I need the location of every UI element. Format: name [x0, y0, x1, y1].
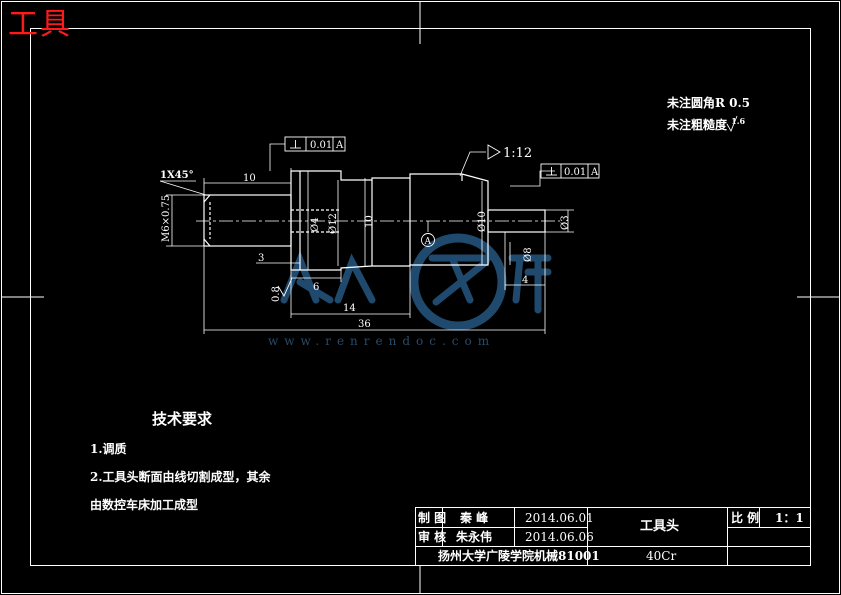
dim-length-14: 14	[343, 303, 356, 314]
tol-left-datum: A	[335, 140, 344, 151]
datum-circle-label: A	[424, 237, 432, 247]
tol-right-datum: A	[590, 167, 599, 178]
perpendicularity-frame-left	[284, 136, 346, 152]
tech-item-2: 2.工具头断面由线切割成型，其余	[90, 470, 271, 484]
dim-length-36: 36	[358, 319, 371, 330]
check-label: 审 核	[418, 530, 447, 544]
tol-right-value: 0.01	[564, 167, 586, 178]
scale-value: 1：1	[775, 511, 804, 525]
watermark-url: www.renrendoc.com	[268, 334, 496, 348]
draw-label: 制 图	[418, 511, 447, 525]
roughness-symbol-icon	[726, 115, 738, 133]
scale-label: 比 例	[731, 511, 760, 525]
fillet-note: 未注圆角R 0.5	[667, 96, 751, 110]
corner-title: 工具	[8, 7, 72, 42]
dim-dia-4: Ø4	[310, 217, 321, 232]
dim-length-3: 3	[258, 253, 264, 264]
datum-circle-icon	[421, 233, 435, 247]
dim-dia-12: Ø12	[328, 213, 339, 234]
tech-item-1: 1.调质	[90, 442, 127, 456]
tol-left-value: 0.01	[310, 140, 332, 151]
dim-chamfer: 1X45°	[160, 170, 194, 181]
roughness-note: 未注粗糙度 1.6	[667, 116, 746, 132]
draw-date: 2014.06.01	[525, 511, 594, 525]
leader-lines	[269, 143, 555, 187]
watermark-logo	[280, 233, 552, 331]
part-outline	[203, 170, 546, 271]
title-block	[415, 507, 811, 566]
school-name: 扬州大学广陵学院机械81001	[438, 549, 600, 563]
general-notes: 未注圆角R 0.5 未注粗糙度 1.6	[667, 94, 750, 134]
dim-dia-3: Ø3	[560, 215, 571, 230]
dim-length-10: 10	[243, 173, 256, 184]
dimension-lines	[159, 168, 574, 334]
perpendicularity-frame-right	[540, 163, 600, 179]
dim-dia-8: Ø8	[523, 247, 534, 262]
dim-thread: M6×0.75	[161, 195, 172, 242]
taper-ratio: 1:12	[503, 146, 532, 161]
material: 40Cr	[646, 549, 677, 563]
draw-name: 秦 峰	[460, 511, 489, 525]
check-date: 2014.06.06	[525, 530, 594, 544]
dim-roughness-08: 0.8	[271, 286, 282, 302]
roughness-value: 1.6	[731, 116, 746, 126]
check-name: 朱永伟	[456, 530, 493, 544]
dim-10: 10	[364, 215, 375, 228]
taper-symbol-icon	[487, 144, 501, 160]
dim-length-6: 6	[313, 282, 319, 293]
roughness-08-icon	[277, 277, 293, 297]
tech-item-3: 由数控车床加工成型	[90, 498, 199, 512]
part-name: 工具头	[640, 519, 680, 534]
tech-requirements-title: 技术要求	[152, 410, 213, 428]
dim-length-4: 4	[522, 275, 528, 286]
dim-dia-10: Ø10	[477, 211, 488, 232]
